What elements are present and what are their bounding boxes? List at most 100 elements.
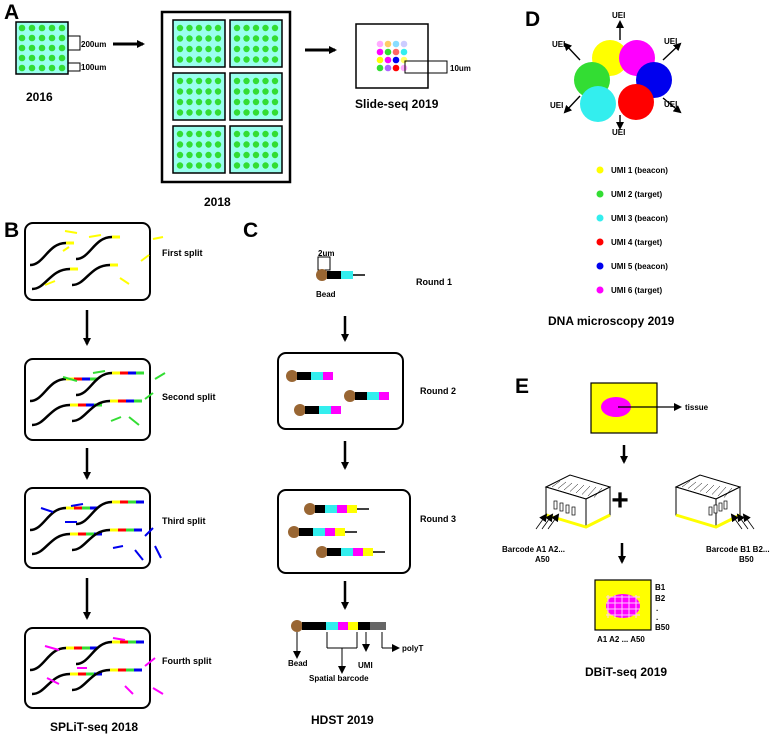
panel-a-label: A	[4, 1, 19, 24]
barcode-fragment	[62, 246, 70, 252]
barcode-fragment	[152, 236, 164, 240]
spot	[195, 45, 203, 53]
cdna-strand	[75, 371, 113, 397]
spot	[243, 45, 250, 53]
bead	[400, 64, 408, 72]
spot	[38, 34, 46, 42]
bead	[376, 56, 384, 64]
spot	[205, 98, 212, 106]
round-1-label: Round 1	[416, 277, 452, 287]
bead	[316, 269, 328, 281]
umi-circle-cluster	[574, 40, 672, 122]
spot	[214, 98, 222, 106]
uei-label: UEI	[552, 40, 565, 49]
barcode-fragment	[44, 645, 60, 651]
spot	[186, 151, 193, 159]
spot	[233, 77, 241, 85]
cdna-strand	[31, 532, 71, 556]
spot	[262, 130, 269, 138]
uei-arrow	[563, 42, 581, 61]
round-3-label: Round 3	[420, 514, 456, 524]
microfluidic-chip-b	[674, 474, 755, 530]
cdna-strand	[31, 403, 71, 427]
bead	[384, 64, 392, 72]
spot	[262, 45, 269, 53]
spot	[271, 98, 279, 106]
spot	[243, 77, 250, 85]
spot	[176, 45, 184, 53]
dim-bracket-10	[404, 60, 448, 74]
oligo-segment	[305, 406, 319, 414]
spot	[38, 54, 46, 62]
chip-channel	[557, 481, 567, 489]
legend-swatch	[596, 286, 604, 294]
oligo-segment	[326, 622, 338, 630]
spot	[195, 141, 203, 148]
spot	[243, 98, 250, 106]
spot	[48, 44, 56, 52]
spot	[195, 77, 203, 85]
spot	[28, 24, 36, 32]
spot	[271, 141, 279, 148]
oligo-segment	[367, 392, 379, 400]
cdna-strand	[71, 263, 111, 287]
dbit-caption: DBiT-seq 2019	[585, 665, 667, 679]
a-axis-label: A1 A2 ... A50	[597, 635, 645, 644]
spot	[214, 45, 222, 53]
chip-inlet	[553, 500, 558, 510]
barcode-fragment	[152, 687, 164, 695]
spot	[214, 88, 222, 95]
oligo-segment	[297, 372, 311, 380]
step-third-split: Third split	[162, 516, 206, 526]
bead	[392, 56, 400, 64]
spot	[186, 56, 193, 63]
bead	[288, 526, 300, 538]
spot	[252, 35, 260, 42]
spot	[243, 130, 250, 138]
oligo-segment	[353, 548, 363, 556]
spot	[271, 130, 279, 138]
chip-channel	[717, 486, 727, 497]
spot	[28, 54, 36, 62]
spot	[271, 77, 279, 85]
spot	[18, 44, 26, 52]
oligo-segment	[319, 406, 331, 414]
dot-grid-2016	[18, 24, 66, 72]
dim-2um-text: 2um	[318, 249, 334, 258]
spot	[176, 130, 184, 138]
final-oligo	[291, 620, 386, 632]
spot	[195, 35, 203, 42]
splitseq-caption: SPLiT-seq 2018	[50, 720, 138, 734]
spot	[186, 24, 193, 32]
spot	[28, 64, 36, 72]
barcode-fragment	[110, 416, 122, 422]
spot	[186, 77, 193, 85]
bead	[400, 40, 408, 48]
spot	[186, 162, 193, 169]
oligo-segment	[313, 528, 325, 536]
spot	[214, 162, 222, 169]
legend-entry: UMI 1 (beacon)	[611, 166, 668, 175]
bead	[376, 64, 384, 72]
spot	[195, 130, 203, 138]
spot	[233, 162, 241, 169]
chip-inlet	[571, 506, 576, 516]
plus-sign: +	[611, 484, 629, 517]
legend-swatch	[596, 166, 604, 174]
spot	[271, 162, 279, 169]
round-2-label: Round 2	[420, 386, 456, 396]
spot	[18, 34, 26, 42]
barcode-fragment	[64, 230, 78, 234]
oligo-segment	[323, 372, 333, 380]
spot	[48, 54, 56, 62]
spot	[186, 45, 193, 53]
chip-channel	[563, 482, 573, 491]
polyt-label: polyT	[402, 644, 423, 653]
oligo-segment	[341, 548, 353, 556]
split-box	[24, 358, 151, 441]
split-boxes	[24, 222, 166, 709]
split-box	[24, 487, 151, 569]
spot	[195, 24, 203, 32]
bead	[376, 40, 384, 48]
bead	[384, 48, 392, 56]
